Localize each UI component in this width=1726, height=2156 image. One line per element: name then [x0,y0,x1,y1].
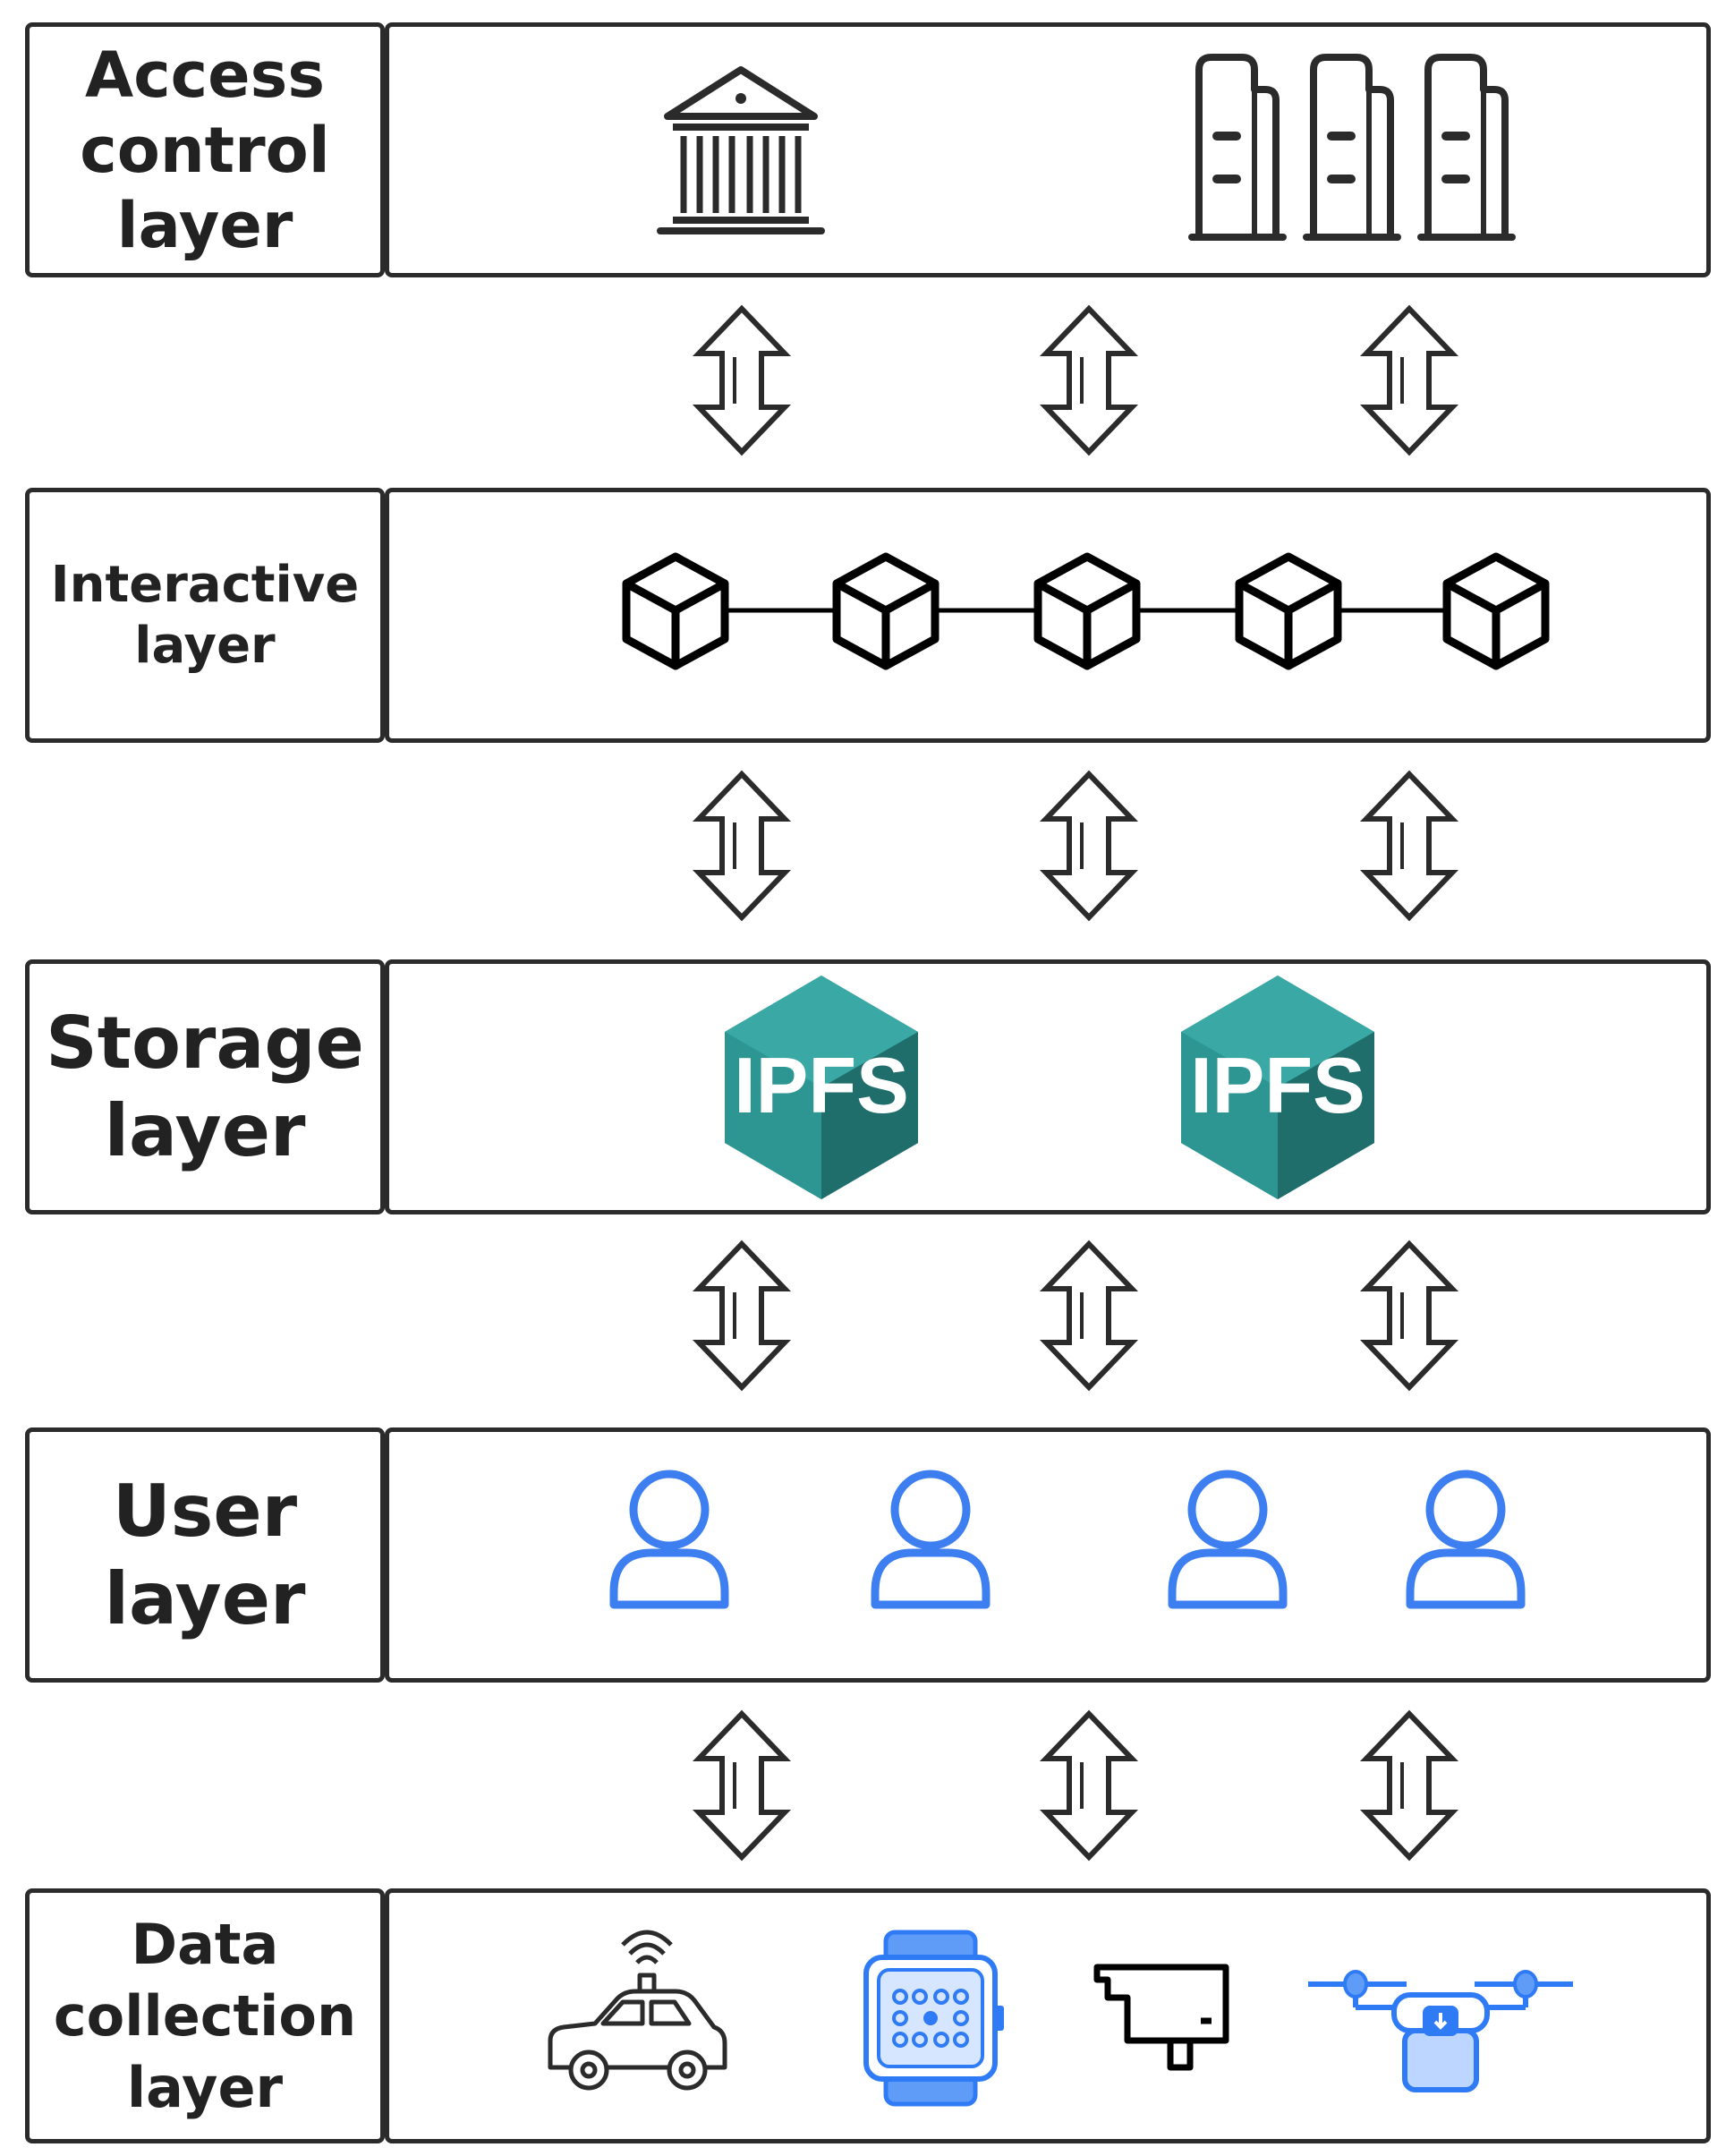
server-icon [1306,57,1398,237]
data-collection-layer-label: Data collection layer [25,1888,385,2143]
ipfs-icon: IPFS [725,976,918,1199]
double-arrow-icon [1366,1244,1452,1387]
double-arrow-icon [699,1244,785,1387]
block-icon [1038,557,1136,666]
smartwatch-icon [863,1930,1004,2107]
user-icon [1172,1474,1283,1605]
server-icon [1421,57,1512,237]
user-icon [614,1474,725,1605]
camera-icon [1093,1964,1229,2071]
layer-title: Access control layer [80,38,330,262]
user-layer-label: User layer [25,1427,385,1683]
server-icon [1192,57,1283,237]
data-collection-layer-panel [385,1888,1711,2143]
layer-title: User layer [104,1469,306,1640]
double-arrow-icon [699,774,785,917]
block-icon [1239,557,1338,666]
car-icon [548,1930,727,2091]
double-arrow-icon [699,1714,785,1857]
block-icon [1447,557,1545,666]
ipfs-label: IPFS [734,1041,909,1129]
layer-title: Interactive layer [50,555,360,675]
double-arrow-icon [1046,1244,1132,1387]
access-control-layer-label: Access control layer [25,22,385,277]
user-icon [875,1474,986,1605]
interactive-layer-label: Interactive layer [25,488,385,743]
double-arrow-icon [1046,309,1132,452]
double-arrow-icon [1046,1714,1132,1857]
block-icon [626,557,725,666]
double-arrow-icon [1366,309,1452,452]
double-arrow-icon [1046,774,1132,917]
double-arrow-icon [699,309,785,452]
bank-icon [657,66,825,234]
double-arrow-icon [1366,1714,1452,1857]
storage-layer-label: Storage layer [25,959,385,1214]
ipfs-icon: IPFS [1181,976,1374,1199]
storage-layer-panel [385,959,1711,1214]
layer-title: Storage layer [46,1001,364,1172]
block-icon [837,557,935,666]
layer-title: Data collection layer [53,1911,357,2120]
ipfs-label: IPFS [1190,1041,1365,1129]
drone-icon [1308,1970,1573,2092]
double-arrow-icon [1366,774,1452,917]
user-icon [1410,1474,1521,1605]
